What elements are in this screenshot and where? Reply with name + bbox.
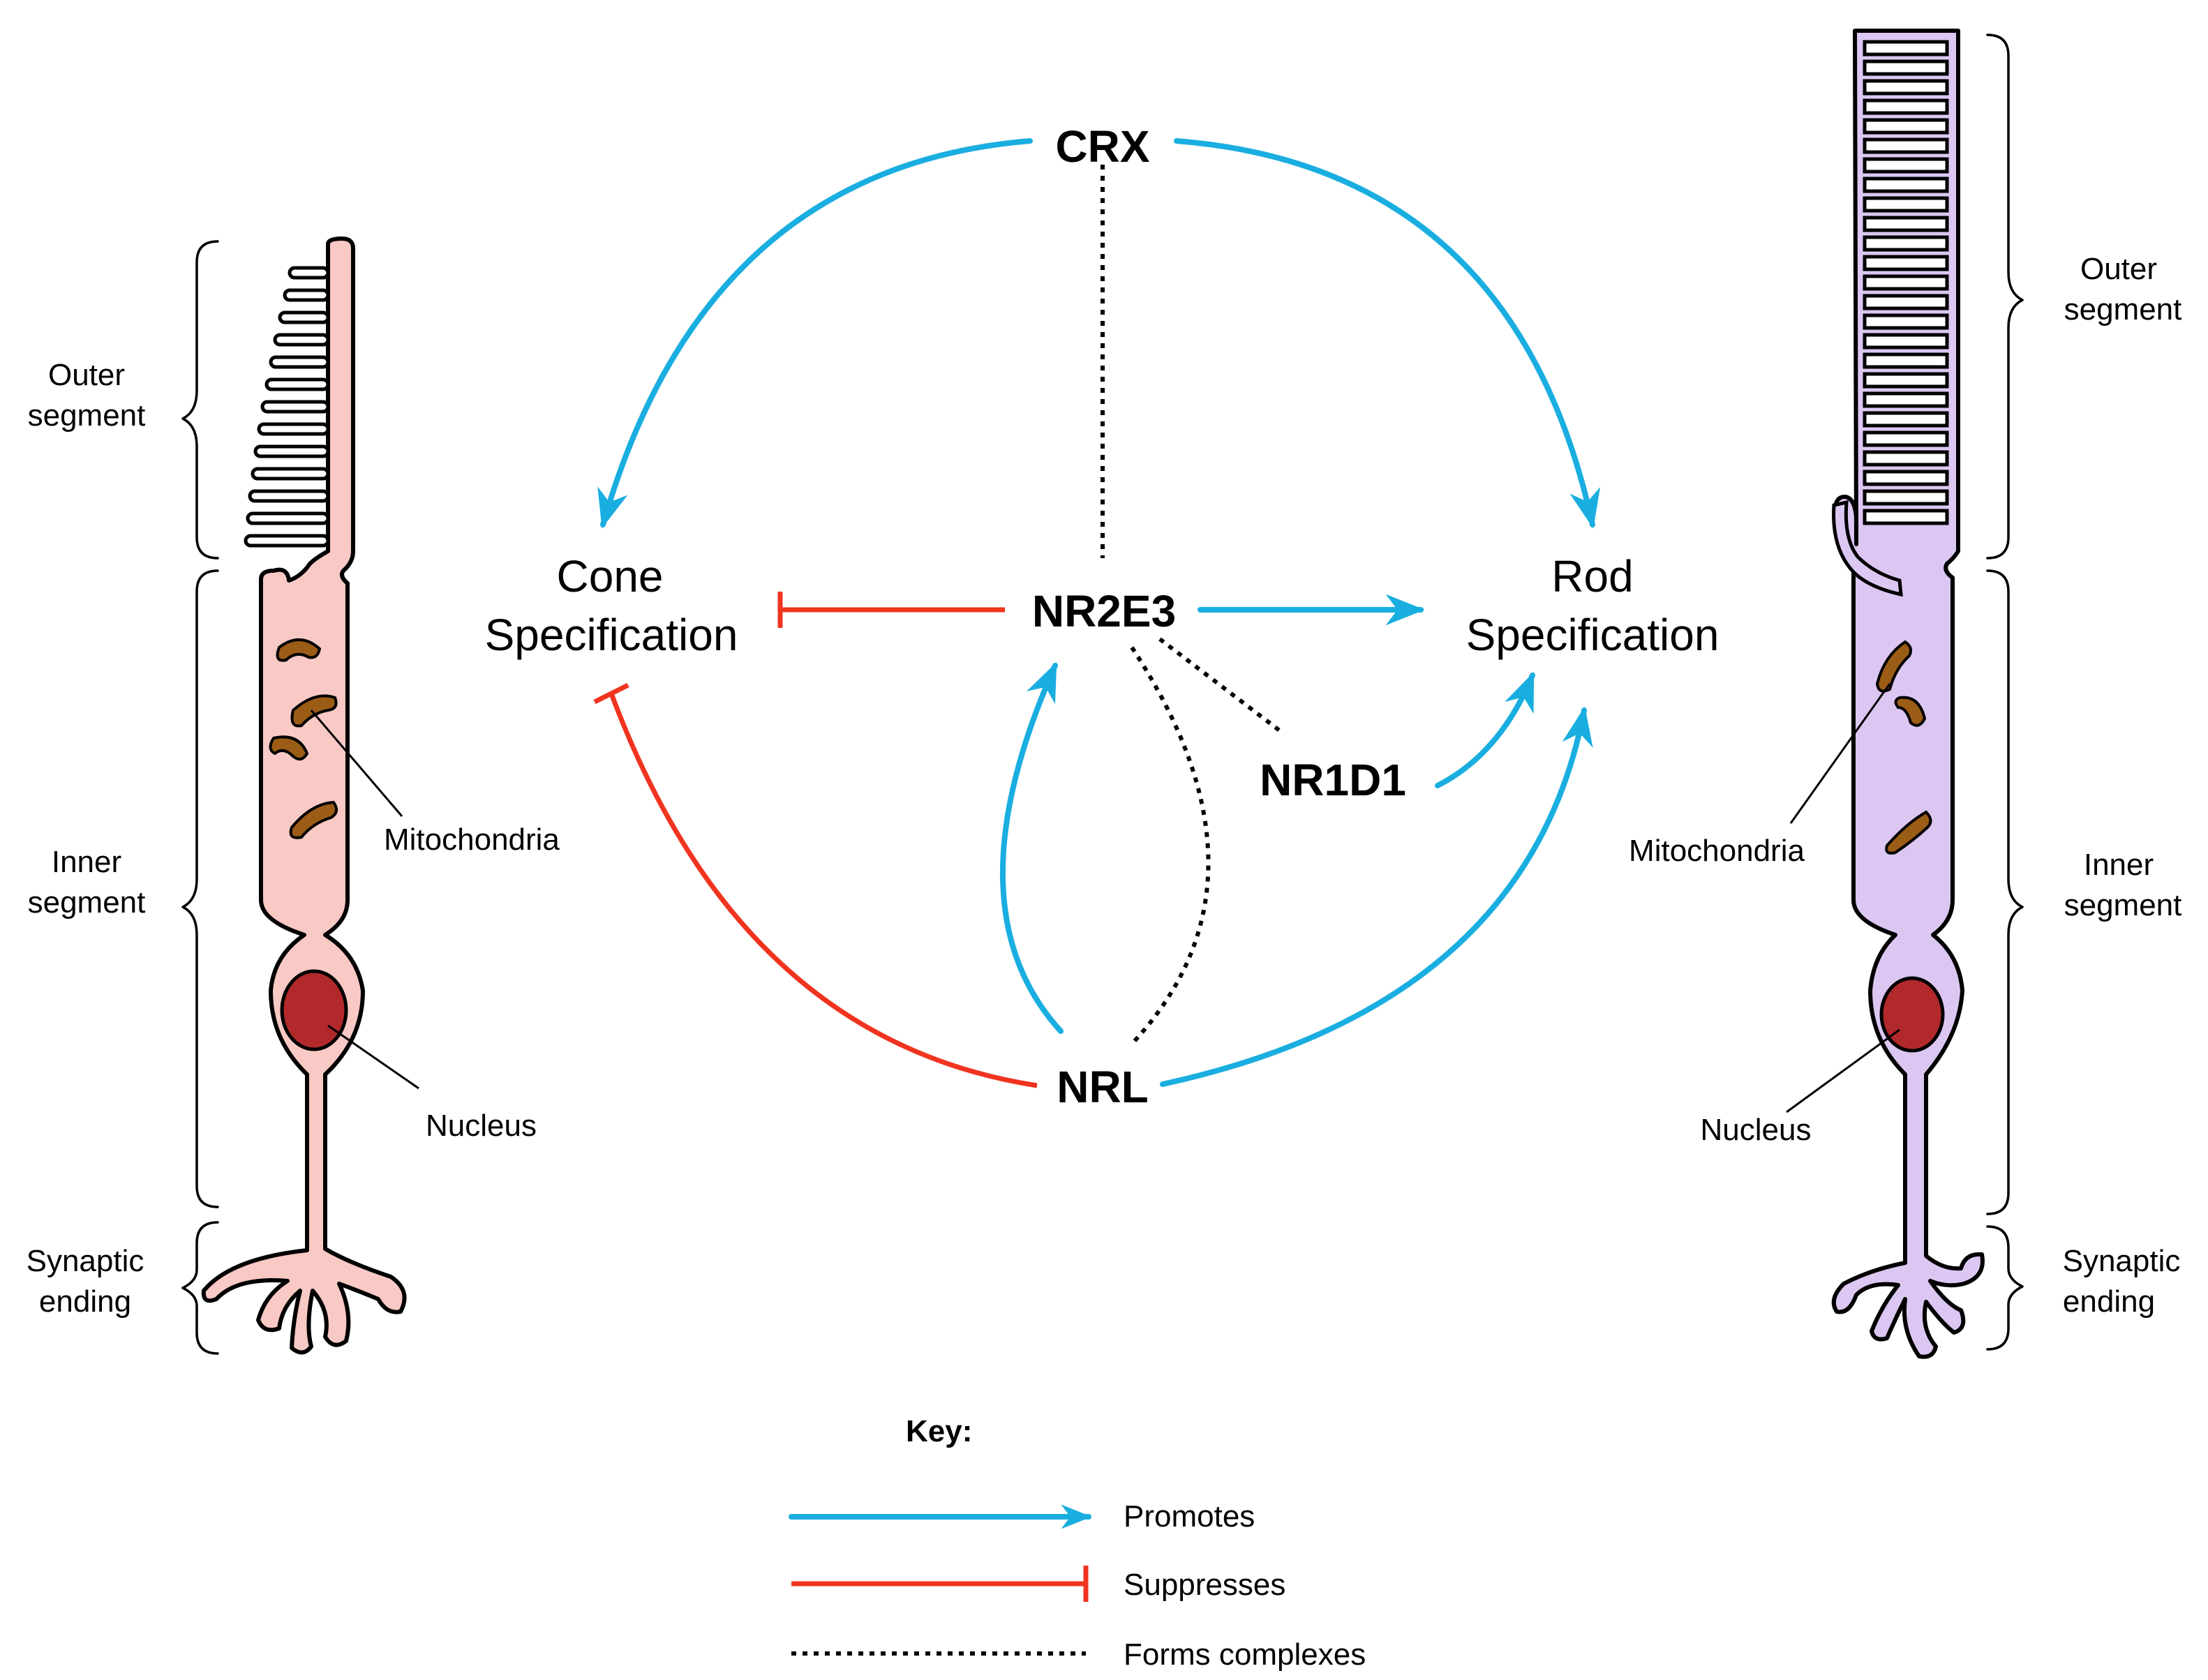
- rod-synaptic-ending-brace: [1986, 1225, 2024, 1351]
- cone-synaptic-ending-brace: [181, 1221, 219, 1355]
- cone-synaptic-label-2: ending: [39, 1284, 131, 1319]
- rod-outer-label-2: segment: [2064, 292, 2182, 327]
- rod-inner-segment-brace: [1986, 569, 2024, 1215]
- rod-outer-label-1: Outer: [2080, 252, 2157, 286]
- key-suppresses-label: Suppresses: [1124, 1568, 1285, 1602]
- key: Key: Promotes Suppresses Forms complexes: [789, 1414, 1366, 1672]
- cone-outer-segment-lamellae: [244, 266, 330, 548]
- cone-inner-label-1: Inner: [52, 845, 121, 879]
- cone-synaptic-label-1: Synaptic: [27, 1244, 144, 1278]
- cone-outer-label-1: Outer: [48, 358, 125, 392]
- nrl-to-rod-arrow: [1160, 706, 1593, 1087]
- rod-synaptic-label-2: ending: [2063, 1284, 2155, 1319]
- rod-inner-label-2: segment: [2064, 888, 2182, 922]
- gene-crx: CRX: [1055, 121, 1149, 172]
- rod-outer-segment-discs: [1863, 40, 1949, 525]
- cone-outer-segment-brace: [181, 240, 219, 560]
- cone-nucleus: [280, 969, 348, 1051]
- key-forms-complexes-label: Forms complexes: [1124, 1637, 1366, 1672]
- rod-mitochondria-label: Mitochondria: [1629, 834, 1805, 868]
- cone-spec-line1: Cone: [557, 551, 664, 601]
- nrl-suppresses-cone-line: [609, 692, 1038, 1088]
- cone-spec-line2: Specification: [485, 610, 738, 660]
- rod-mitochondria-leader: [1789, 683, 1891, 824]
- cone-mitochondria-group: [269, 638, 338, 839]
- crx-to-rod-arrow: [1174, 138, 1601, 529]
- rod-mitochondria-group: [1875, 640, 1932, 855]
- rod-outer-segment-brace: [1986, 33, 2024, 560]
- cone-mitochondria-label: Mitochondria: [384, 823, 560, 857]
- cone-nucleus-leader: [327, 1024, 419, 1090]
- cone-inner-label-2: segment: [28, 885, 146, 920]
- rod-spec-line1: Rod: [1551, 551, 1633, 601]
- rod-inner-label-1: Inner: [2084, 848, 2154, 882]
- nr1d1-to-rod-arrow: [1435, 671, 1535, 788]
- cone-cell-body: [201, 237, 407, 1355]
- key-title: Key:: [906, 1414, 972, 1448]
- cone-inner-segment-brace: [181, 569, 219, 1208]
- cone-braces: [181, 240, 219, 1355]
- nrl-suppresses-cone-bar: [593, 682, 629, 705]
- gene-nr1d1: NR1D1: [1260, 755, 1406, 805]
- crx-to-cone-arrow: [597, 138, 1033, 529]
- rod-nucleus-leader: [1786, 1028, 1900, 1113]
- cone-mitochondria-leader: [310, 710, 403, 817]
- rod-nucleus-label: Nucleus: [1701, 1113, 1812, 1147]
- gene-nrl: NRL: [1057, 1062, 1149, 1112]
- cone-nucleus-label: Nucleus: [426, 1109, 537, 1143]
- rod-braces: [1986, 33, 2024, 1351]
- cone-cell: [201, 237, 407, 1355]
- cone-outer-label-2: segment: [28, 398, 146, 433]
- rod-nucleus: [1879, 976, 1945, 1053]
- gene-nr2e3: NR2E3: [1032, 586, 1176, 636]
- rod-cell: [1831, 29, 1985, 1359]
- key-promotes-label: Promotes: [1124, 1499, 1255, 1533]
- nrl-to-nr2e3-arrow: [999, 661, 1064, 1034]
- nr2e3-nr1d1-complex-line: [1158, 637, 1285, 736]
- rod-cilium-curl: [1832, 500, 1903, 597]
- nr2e3-nrl-complex-line: [1130, 646, 1211, 1044]
- rod-synaptic-label-1: Synaptic: [2063, 1244, 2181, 1278]
- rod-spec-line2: Specification: [1466, 610, 1720, 660]
